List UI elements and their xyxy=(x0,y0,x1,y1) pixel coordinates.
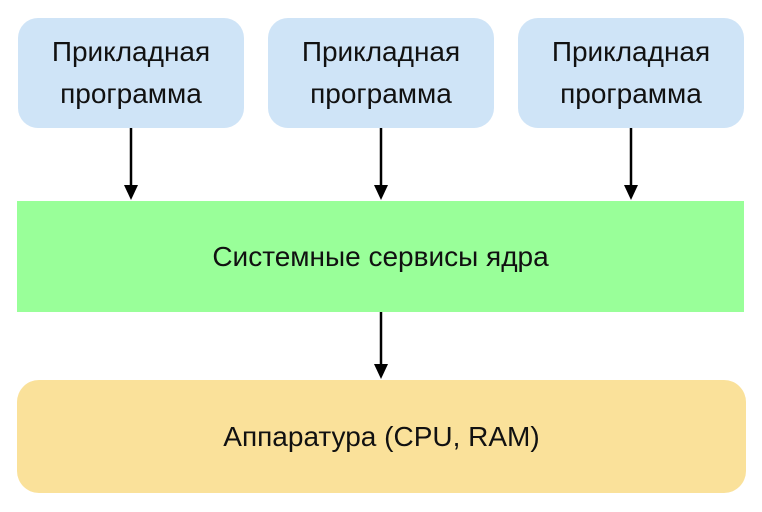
kernel-services-box: Системные сервисы ядра xyxy=(17,201,744,312)
app-program-box-1: Прикладная программа xyxy=(18,18,244,128)
app-program-label-line1: Прикладная xyxy=(551,36,711,67)
app-program-label-line1: Прикладная xyxy=(51,36,211,67)
hardware-label: Аппаратура (CPU, RAM) xyxy=(223,420,540,452)
hardware-box: Аппаратура (CPU, RAM) xyxy=(17,380,746,493)
app-program-box-2: Прикладная программа xyxy=(268,18,494,128)
app-program-label-line2: программа xyxy=(310,78,452,109)
app-program-label-line2: программа xyxy=(560,78,702,109)
app-program-label-line1: Прикладная xyxy=(301,36,461,67)
kernel-services-label: Системные сервисы ядра xyxy=(212,240,549,272)
app-program-box-3: Прикладная программа xyxy=(518,18,744,128)
app-program-label-line2: программа xyxy=(60,78,202,109)
